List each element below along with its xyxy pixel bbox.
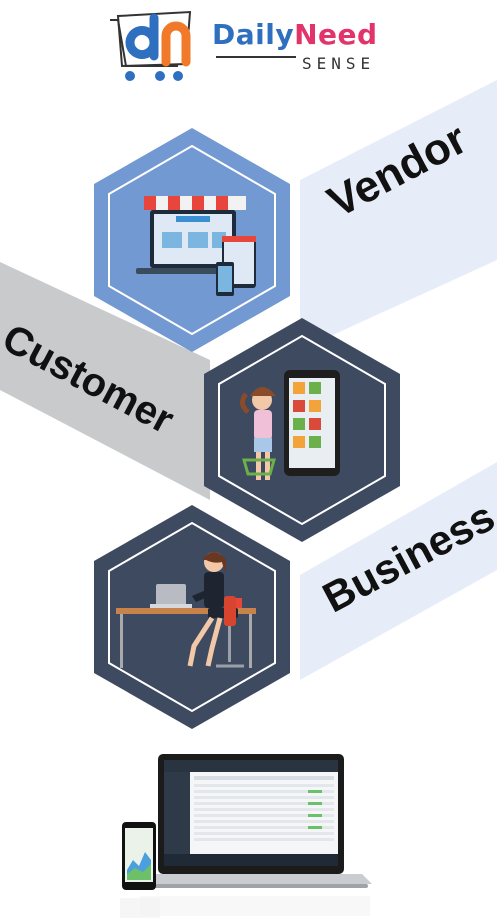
vendor-band xyxy=(300,80,497,350)
shopper-smartphone-illustration xyxy=(240,370,340,480)
brand-name-part2: Need xyxy=(294,18,378,51)
brand-tagline: SENSE xyxy=(302,54,376,73)
storefront-devices-illustration xyxy=(136,196,256,296)
logo-mark xyxy=(110,10,192,81)
brand-name-part1: Daily xyxy=(212,18,295,51)
laptop-and-phone-dashboard-mockup xyxy=(120,754,372,918)
brand-underline xyxy=(216,56,296,58)
customer-band xyxy=(0,262,210,500)
brand-name: DailyNeed xyxy=(212,18,378,51)
business-band xyxy=(300,462,497,680)
businesswoman-desk-illustration xyxy=(116,552,256,668)
logo: DailyNeed SENSE xyxy=(108,6,398,84)
business-hexagon xyxy=(94,505,290,729)
